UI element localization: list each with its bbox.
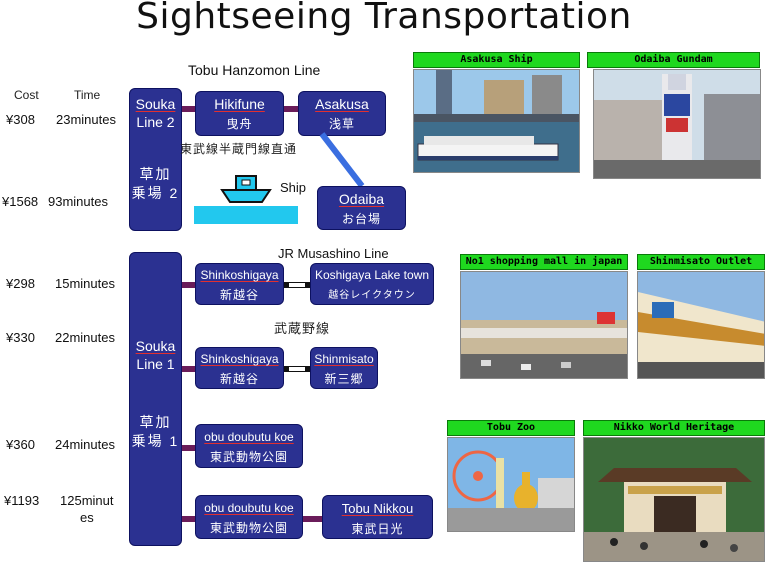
station-tobu-doubutu-koen[interactable]: obu doubutu koe 東武動物公園: [195, 495, 303, 539]
shinmisato-outlet-photo: [637, 271, 765, 379]
station-koshigaya-lake-town[interactable]: Koshigaya Lake town 越谷レイクタウン: [310, 263, 434, 305]
station-name-jp: 越谷レイクタウン: [328, 290, 416, 301]
time-value: 93minutes: [48, 194, 108, 209]
station-name: obu doubutu koe: [204, 501, 294, 515]
time-value: 22minutes: [55, 330, 115, 345]
station-name-jp: 曳舟: [226, 117, 253, 131]
route-connector: [303, 516, 323, 522]
photo-label-shopping-mall: No1 shopping mall in japan: [460, 254, 628, 270]
station-name-jp: 新三郷: [324, 372, 364, 386]
cost-value: ¥308: [6, 112, 35, 127]
station-odaiba[interactable]: Odaiba お台場: [317, 186, 406, 230]
souka-line-1-jp: 草加: [139, 414, 172, 430]
station-name: Koshigaya Lake town: [314, 268, 430, 282]
ship-label: Ship: [280, 180, 307, 195]
route-connector: [182, 282, 196, 288]
souka-line-1-box[interactable]: Souka Line 1 草加 乗場 1: [129, 252, 182, 546]
route-connector: [182, 445, 196, 451]
station-name-jp: お台場: [341, 212, 381, 226]
station-name: Shinkoshigaya: [200, 352, 279, 366]
station-name: Tobu Nikkou: [341, 501, 414, 516]
time-header: Time: [74, 88, 101, 102]
photo-label-tobu-zoo: Tobu Zoo: [447, 420, 575, 436]
odaiba-gundam-photo: [593, 69, 761, 179]
station-name-jp: 東武日光: [351, 522, 404, 536]
jr-connector: [284, 282, 310, 288]
page-title: Sightseeing Transportation: [136, 0, 632, 37]
station-name-jp: 浅草: [328, 117, 355, 131]
station-hikifune[interactable]: Hikifune 曳舟: [195, 91, 284, 136]
asakusa-ship-photo: [413, 69, 580, 173]
souka-line-1-jp-number: 乗場 1: [131, 433, 180, 449]
station-name: Odaiba: [338, 191, 385, 207]
cost-value: ¥1568: [2, 194, 39, 209]
station-name: Asakusa: [315, 96, 369, 112]
cost-value: ¥298: [6, 276, 35, 291]
souka-line-2-number: Line 2: [136, 114, 175, 130]
photo-label-asakusa-ship: Asakusa Ship: [413, 52, 580, 68]
station-tobu-nikkou[interactable]: Tobu Nikkou 東武日光: [322, 495, 433, 539]
tobu-hanzomon-direct-note: 東武線半蔵門線直通: [180, 142, 298, 156]
cost-header: Cost: [14, 88, 39, 102]
souka-line-2-box[interactable]: Souka Line 2 草加 乗場 2: [129, 88, 182, 231]
route-connector: [182, 366, 196, 372]
cost-value: ¥360: [6, 437, 35, 452]
station-name: Hikifune: [214, 96, 265, 112]
jr-connector: [284, 366, 310, 372]
ship-icon: [194, 175, 298, 224]
station-asakusa[interactable]: Asakusa 浅草: [298, 91, 386, 136]
tobu-hanzomon-line-label: Tobu Hanzomon Line: [188, 62, 321, 78]
time-value: 15minutes: [55, 276, 115, 291]
station-name-jp: 新越谷: [219, 288, 259, 302]
station-name-jp: 東武動物公園: [209, 521, 288, 535]
station-tobu-doubutu-koen[interactable]: obu doubutu koe 東武動物公園: [195, 424, 303, 468]
shopping-mall-photo: [460, 271, 628, 379]
photo-label-odaiba-gundam: Odaiba Gundam: [587, 52, 760, 68]
musashino-line-jp-note: 武蔵野線: [274, 321, 331, 336]
time-value: 24minutes: [55, 437, 115, 452]
route-connector: [182, 516, 196, 522]
station-name-jp: 新越谷: [219, 372, 259, 386]
nikko-world-heritage-photo: [583, 437, 765, 562]
ship-route-line: [319, 132, 365, 188]
tobu-zoo-photo: [447, 437, 575, 532]
route-connector: [182, 106, 196, 112]
station-name-jp: 東武動物公園: [209, 450, 288, 464]
time-value: 125minut: [60, 493, 114, 508]
route-connector: [283, 106, 299, 112]
station-name: obu doubutu koe: [204, 430, 294, 444]
cost-value: ¥1193: [4, 493, 40, 508]
photo-label-shinmisato-outlet: Shinmisato Outlet: [637, 254, 765, 270]
station-name: Shinkoshigaya: [200, 268, 279, 282]
station-shinmisato[interactable]: Shinmisato 新三郷: [310, 347, 378, 389]
jr-musashino-line-label: JR Musashino Line: [278, 246, 389, 261]
station-shinkoshigaya[interactable]: Shinkoshigaya 新越谷: [195, 347, 284, 389]
cost-value: ¥330: [6, 330, 35, 345]
time-value: 23minutes: [56, 112, 116, 127]
souka-line-1-number: Line 1: [136, 356, 175, 372]
souka-line-2-jp-number: 乗場 2: [131, 185, 180, 201]
souka-line-2-jp: 草加: [139, 166, 172, 182]
station-shinkoshigaya[interactable]: Shinkoshigaya 新越谷: [195, 263, 284, 305]
souka-line-1-name: Souka: [135, 338, 176, 354]
photo-label-nikko-world-heritage: Nikko World Heritage: [583, 420, 765, 436]
souka-line-2-name: Souka: [135, 96, 176, 112]
time-value-wrap: es: [80, 510, 94, 525]
station-name: Shinmisato: [314, 352, 374, 366]
